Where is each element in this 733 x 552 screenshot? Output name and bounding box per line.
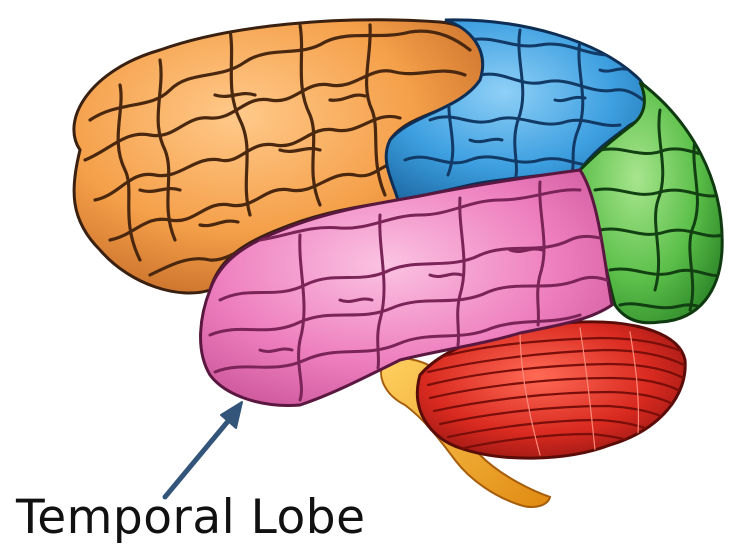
- pointer-arrow: [165, 402, 242, 497]
- temporal-lobe-label: Temporal Lobe: [16, 494, 366, 541]
